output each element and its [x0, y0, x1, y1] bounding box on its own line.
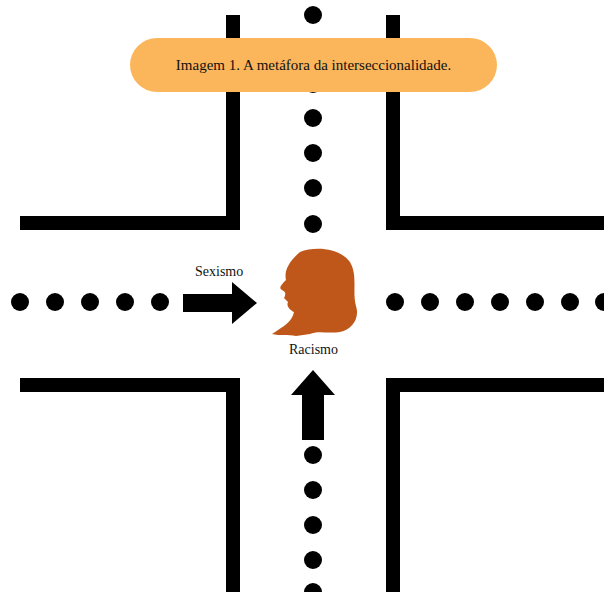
road-label: Racismo	[289, 342, 338, 358]
woman-silhouette	[272, 249, 357, 336]
right-arrow	[183, 282, 257, 324]
lane-dots	[11, 6, 604, 592]
up-arrow	[291, 370, 335, 440]
road-borders	[20, 15, 604, 592]
title-text: Imagem 1. A metáfora da interseccionalid…	[176, 57, 451, 74]
title-pill: Imagem 1. A metáfora da interseccionalid…	[130, 38, 497, 92]
road-label: Sexismo	[195, 264, 243, 280]
